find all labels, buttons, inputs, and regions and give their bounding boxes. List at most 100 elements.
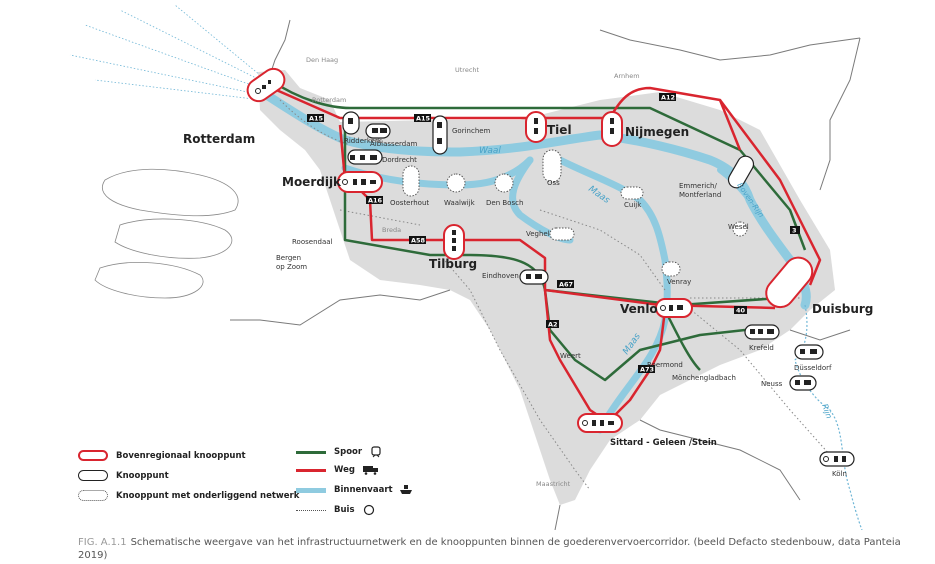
waterway-label: Rijn bbox=[820, 403, 834, 420]
node-wesel bbox=[732, 221, 748, 237]
train-icon bbox=[600, 420, 604, 426]
city-label: Venlo bbox=[620, 302, 658, 316]
node-tiel bbox=[525, 111, 547, 143]
ship-icon bbox=[842, 456, 846, 462]
node-emmerich bbox=[727, 155, 755, 189]
town-label: Maastricht bbox=[536, 480, 571, 488]
city-label: Sittard - Geleen /Stein bbox=[610, 438, 717, 448]
rail-swatch bbox=[296, 450, 326, 454]
town-label: Mönchengladbach bbox=[672, 374, 736, 382]
truck-icon bbox=[452, 238, 456, 243]
town-label: Köln bbox=[832, 470, 847, 478]
road-sign: A58 bbox=[411, 237, 426, 245]
town-label: Düsseldorf bbox=[794, 364, 832, 372]
town-label: Cuijk bbox=[624, 201, 642, 209]
figure-number: FIG. A.1.1 bbox=[78, 537, 127, 548]
ship-icon bbox=[452, 246, 456, 251]
major-node-swatch bbox=[78, 450, 108, 461]
waterway-swatch bbox=[296, 487, 326, 493]
town-label: Emmerich/ bbox=[679, 182, 717, 190]
truck-icon bbox=[767, 329, 774, 334]
city-label: Duisburg bbox=[812, 302, 873, 316]
ship-icon bbox=[800, 349, 805, 354]
legend-label: Spoor bbox=[334, 447, 363, 457]
sea-pipelines bbox=[69, 4, 271, 101]
map-legend: Bovenregionaal knooppunt Knooppunt Knoop… bbox=[78, 446, 418, 528]
train-icon bbox=[371, 446, 381, 458]
train-icon bbox=[610, 118, 614, 124]
truck-icon bbox=[608, 421, 614, 425]
town-label: Veghel bbox=[526, 230, 550, 238]
road-sign: A73 bbox=[640, 366, 654, 374]
ship-icon bbox=[534, 128, 538, 134]
road-sign: A15 bbox=[309, 115, 324, 123]
truck-icon bbox=[804, 380, 811, 385]
train-icon bbox=[669, 305, 673, 311]
train-icon bbox=[834, 456, 838, 462]
node-venray bbox=[661, 261, 681, 277]
truck-icon bbox=[362, 466, 378, 475]
legend-item-onderliggend: Knooppunt met onderliggend netwerk bbox=[78, 490, 299, 501]
node-swatch bbox=[78, 470, 108, 481]
city-labels: Rotterdam Moerdijk Tilburg Tiel Nijmegen… bbox=[183, 123, 873, 448]
ship-icon bbox=[610, 128, 614, 134]
truck-icon bbox=[380, 128, 387, 133]
truck-icon bbox=[370, 180, 376, 184]
node-moerdijk bbox=[337, 171, 383, 193]
town-label: Ridderkerk bbox=[344, 137, 383, 145]
town-label: Waalwijk bbox=[444, 199, 476, 207]
ship-icon bbox=[795, 380, 800, 385]
background-town-labels: Den Haag Utrecht Arnhem Rotterdam Breda … bbox=[276, 56, 640, 488]
town-label: Utrecht bbox=[455, 66, 480, 74]
legend-item-binnenvaart: Binnenvaart bbox=[296, 484, 413, 496]
road-swatch bbox=[296, 468, 326, 472]
town-label: Roosendaal bbox=[292, 238, 333, 246]
ship-icon bbox=[758, 329, 763, 334]
train-icon bbox=[750, 329, 755, 334]
city-label: Tiel bbox=[547, 123, 572, 137]
town-label: Alblasserdam bbox=[370, 140, 417, 148]
node-venlo bbox=[655, 298, 693, 318]
ship-icon bbox=[592, 420, 596, 426]
minor-node-swatch bbox=[78, 490, 108, 501]
legend-item-buis: Buis bbox=[296, 504, 375, 516]
town-label: Montferland bbox=[679, 191, 721, 199]
major-nodes bbox=[246, 67, 814, 433]
node-duisburg bbox=[765, 256, 814, 309]
town-label: Neuss bbox=[761, 380, 783, 388]
truck-icon bbox=[262, 85, 266, 89]
corridor-map: A15 A15 A12 A16 A58 A67 A2 A73 40 3 bbox=[69, 4, 873, 530]
pipe-icon bbox=[363, 504, 374, 516]
legend-label: Knooppunt bbox=[116, 470, 169, 481]
node-oss bbox=[542, 149, 562, 183]
city-label: Tilburg bbox=[429, 257, 477, 271]
train-icon bbox=[348, 118, 353, 124]
truck-icon bbox=[535, 274, 542, 279]
legend-item-weg: Weg bbox=[296, 465, 379, 475]
train-icon bbox=[350, 155, 355, 160]
pipe-icon bbox=[823, 456, 829, 462]
city-label: Nijmegen bbox=[625, 125, 689, 139]
node-icons bbox=[255, 80, 846, 462]
road-sign: A2 bbox=[548, 321, 558, 329]
ship-icon bbox=[399, 485, 412, 494]
road-sign: A15 bbox=[416, 115, 431, 123]
pipe-icon bbox=[255, 88, 261, 94]
legend-item-knooppunt: Knooppunt bbox=[78, 470, 169, 481]
town-label: Gorinchem bbox=[452, 127, 491, 135]
node-denbosch bbox=[494, 173, 514, 193]
pipe-icon bbox=[660, 305, 666, 311]
town-label: Eindhoven bbox=[482, 272, 519, 280]
node-neuss bbox=[789, 375, 817, 391]
legend-label: Bovenregionaal knooppunt bbox=[116, 450, 246, 461]
node-gorinchem bbox=[432, 115, 448, 155]
legend-label: Knooppunt met onderliggend netwerk bbox=[116, 490, 300, 501]
town-label: Rotterdam bbox=[312, 96, 346, 104]
ship-icon bbox=[353, 179, 357, 185]
rhine-dotted bbox=[794, 304, 863, 530]
ship-icon bbox=[360, 155, 365, 160]
town-label: Dordrecht bbox=[382, 156, 417, 164]
town-label: Wesel bbox=[728, 223, 749, 231]
town-labels: Ridderkerk Alblasserdam Dordrecht Gorinc… bbox=[344, 127, 847, 478]
